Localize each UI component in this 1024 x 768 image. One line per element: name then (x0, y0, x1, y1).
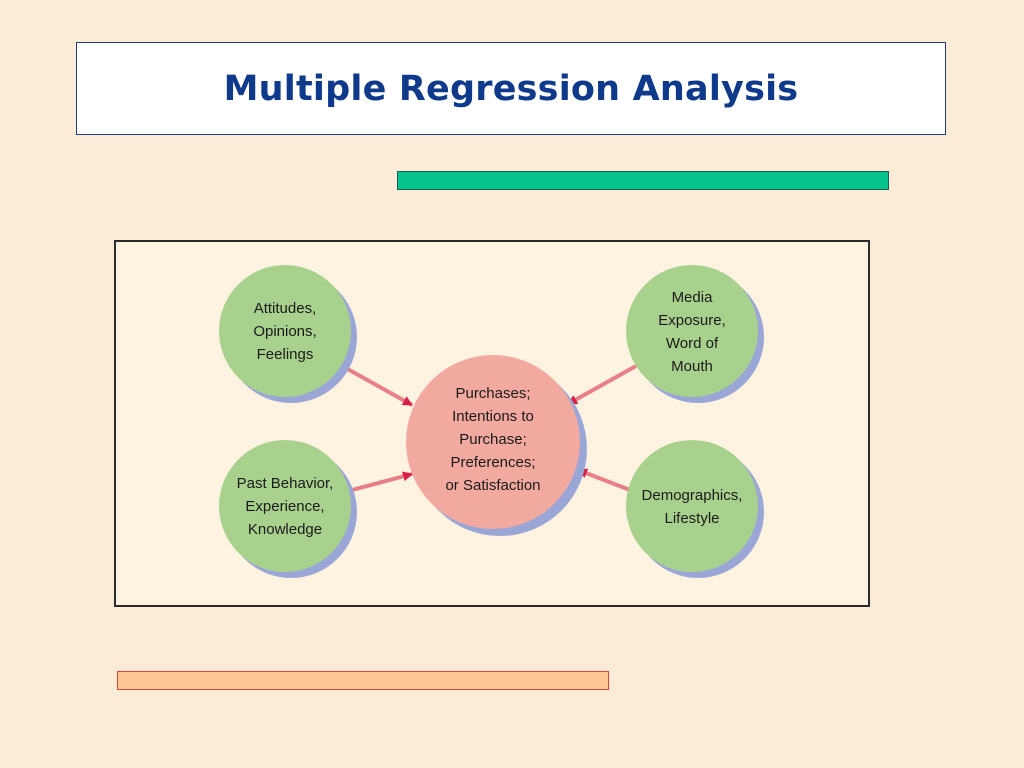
node-demographics-circle (626, 440, 764, 578)
arrows (343, 364, 637, 492)
arrow-attitudes-to-center (343, 365, 413, 407)
arrow-media-to-center (567, 364, 637, 406)
node-attitudes-circle (219, 265, 357, 403)
arrow-past-behavior-to-center (351, 471, 413, 492)
node-demographics-label: Demographics, Lifestyle (641, 487, 743, 527)
arrow-demographics-to-center (577, 468, 631, 492)
green-accent-bar (397, 171, 889, 190)
slide-title: Multiple Regression Analysis (223, 68, 799, 109)
node-center-label: Purchases; Intentions to Purchase; Prefe… (445, 385, 541, 494)
diagram-graphic (219, 265, 764, 578)
node-past-behavior-circle (219, 440, 357, 578)
node-media-label: Media Exposure, Word of Mouth (658, 289, 726, 375)
node-past-behavior-label: Past Behavior, Experience, Knowledge (236, 475, 334, 538)
regression-diagram: Attitudes, Opinions, Feelings Past Behav… (114, 240, 870, 607)
title-box: Multiple Regression Analysis (76, 42, 946, 135)
node-media-circle (626, 265, 764, 403)
node-center-circle (406, 355, 587, 536)
node-attitudes-label: Attitudes, Opinions, Feelings (253, 300, 317, 363)
orange-accent-bar (117, 671, 609, 690)
